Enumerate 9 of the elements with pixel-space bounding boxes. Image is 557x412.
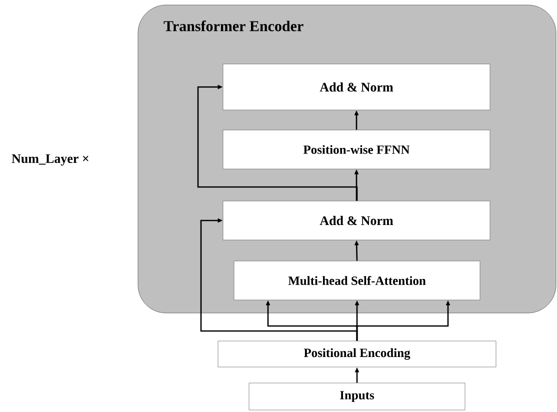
layer-box: Multi-head Self-Attention — [234, 260, 480, 300]
layer-box: Inputs — [248, 382, 466, 410]
layer-box: Add & Norm — [222, 200, 490, 240]
layer-box: Position-wise FFNN — [222, 130, 490, 170]
arrow — [200, 218, 358, 341]
repeat-label: Num_Layer × — [12, 154, 88, 166]
layer-box: Add & Norm — [222, 64, 490, 110]
arrow — [197, 84, 358, 201]
layer-box: Positional Encoding — [218, 340, 496, 368]
